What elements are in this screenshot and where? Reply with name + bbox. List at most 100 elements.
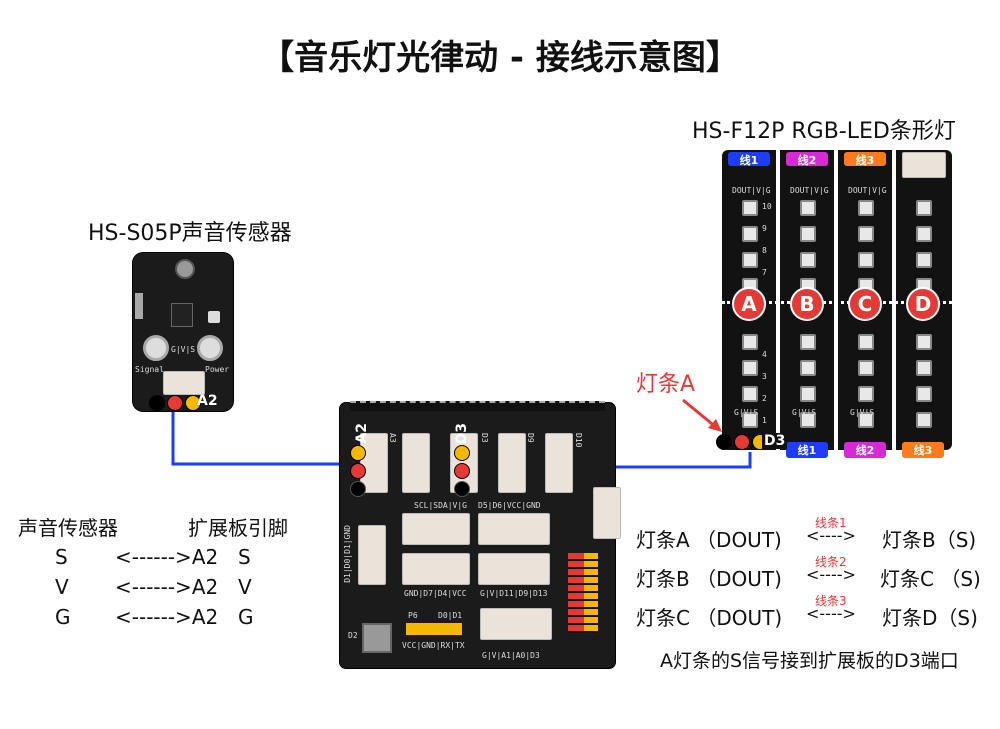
strip-c-leds [858,200,874,428]
strip-c-pin-bottom: G|V|S [850,408,875,417]
wire-dot-red [350,463,366,479]
sensor-wire-dots [149,395,201,411]
strip-letter-a: A [732,287,766,321]
port-d3-silk: D3 [480,433,489,443]
led [916,200,932,216]
led [916,226,932,242]
side-connector [358,525,386,585]
a2-wire-dots [350,445,366,497]
p4-label: GND|D7|D4|VCC [404,589,467,598]
p3-connector [402,513,470,545]
potentiometer-icon [208,311,220,323]
led-number: 10 [762,202,772,211]
yellow-pin-column [584,553,598,633]
table-row-arrow: <------>A2 [115,545,219,569]
wiring-row-from: 灯条B （DOUT) [636,567,782,591]
chip-icon [171,303,193,327]
port-d3-label: D3 [454,423,470,445]
wiring-row-arrow: <----> [806,604,856,623]
wiring-row-from: 灯条C （DOUT) [636,606,783,630]
wiring-note: A灯条的S信号接到扩展板的D3端口 [660,650,959,672]
d12-connector [593,487,621,539]
strip-b-pin-top: DOUT|V|G [790,186,829,195]
pointer-arrow-head [708,419,722,432]
p7-connector [480,608,552,640]
strip-port-label: D3 [762,433,788,449]
top-tag-4-connector [902,152,946,178]
p5-connector [478,553,550,585]
strip-wire-dots [716,434,768,450]
led [916,360,932,376]
strip-center-line [722,301,952,304]
bottom-tag-2: 线2 [844,442,886,458]
led [742,360,758,376]
sensor-port-label: A2 [197,393,218,409]
wiring-row-arrow: <----> [806,526,856,545]
p6-name: P6 [408,611,418,620]
d5-connector [478,513,550,545]
scl-label: SCL|SDA|V|G [414,501,467,510]
p5-label: G|V|D11|D9|D13 [480,589,548,598]
led [800,334,816,350]
led [742,412,758,428]
led [858,252,874,268]
strip-c-pin-top: DOUT|V|G [848,186,887,195]
sensor-name: HS-S05P声音传感器 [88,221,292,246]
reset-button-icon [362,623,392,653]
bottom-tag-3: 线3 [902,442,944,458]
port-d9-label: D9 [526,433,535,443]
p7-label: G|V|A1|A0|D3 [482,651,540,660]
top-tag-2: 线2 [786,152,828,167]
wiring-row-arrow: <----> [806,565,856,584]
strip-pointer-label: 灯条A [636,372,696,397]
led-number: 9 [762,224,767,233]
wire-dot-yellow [350,445,366,461]
microphone-icon [175,259,195,279]
wire-dot-yellow [454,445,470,461]
side-label: D1|D0|D1|GND [343,525,352,583]
port-a3-label: A3 [388,433,397,443]
table-row-left: V [55,575,69,599]
table-row-right: V [238,575,252,599]
port-d10-connector [545,433,573,493]
led [742,200,758,216]
wiring-row-to: 灯条B（S) [882,528,977,552]
strip-b-pin-bottom: G|V|S [792,408,817,417]
led-strip-group: 线1 线2 线3 DOUT|V|G DOUT|V|G DOUT|V|G 10 9… [722,150,952,450]
strip-name: HS-F12P RGB-LED条形灯 [692,119,956,144]
led [800,200,816,216]
led-number: 2 [762,394,767,403]
wire-dot-red [454,463,470,479]
port-a3-connector [402,433,430,493]
wire-dot-black [149,395,165,411]
expansion-shield: A2 A3 D3 D3 D9 D10 SCL|SDA|V|G D5|D6|VCC… [340,401,615,668]
led [916,252,932,268]
table-row-arrow: <------>A2 [115,575,219,599]
strip-c [838,150,896,450]
page-title: 【音乐灯光律动 - 接线示意图】 [260,38,740,78]
led [800,226,816,242]
wiring-row-to: 灯条C （S) [880,567,981,591]
port-a2-label: A2 [354,423,370,444]
p4-connector [402,553,470,585]
d2-label: D2 [348,631,358,640]
led [742,252,758,268]
led [916,412,932,428]
strip-a [722,150,780,450]
wire-dot-red [734,434,750,450]
led [858,334,874,350]
sensor-power-label: Power [205,365,230,374]
wiring-row-wire: 线条1 [815,516,847,530]
top-pin-header [350,401,605,411]
wiring-row-wire: 线条3 [815,594,847,608]
port-d9-connector [498,433,526,493]
led-number: 7 [762,268,767,277]
wiring-row-wire: 线条2 [815,555,847,569]
led [742,334,758,350]
led [858,200,874,216]
led-number: 3 [762,372,767,381]
led [858,360,874,376]
table-header-left: 声音传感器 [18,516,118,540]
wire-dot-red [167,395,183,411]
wire-dot-yellow [185,395,201,411]
